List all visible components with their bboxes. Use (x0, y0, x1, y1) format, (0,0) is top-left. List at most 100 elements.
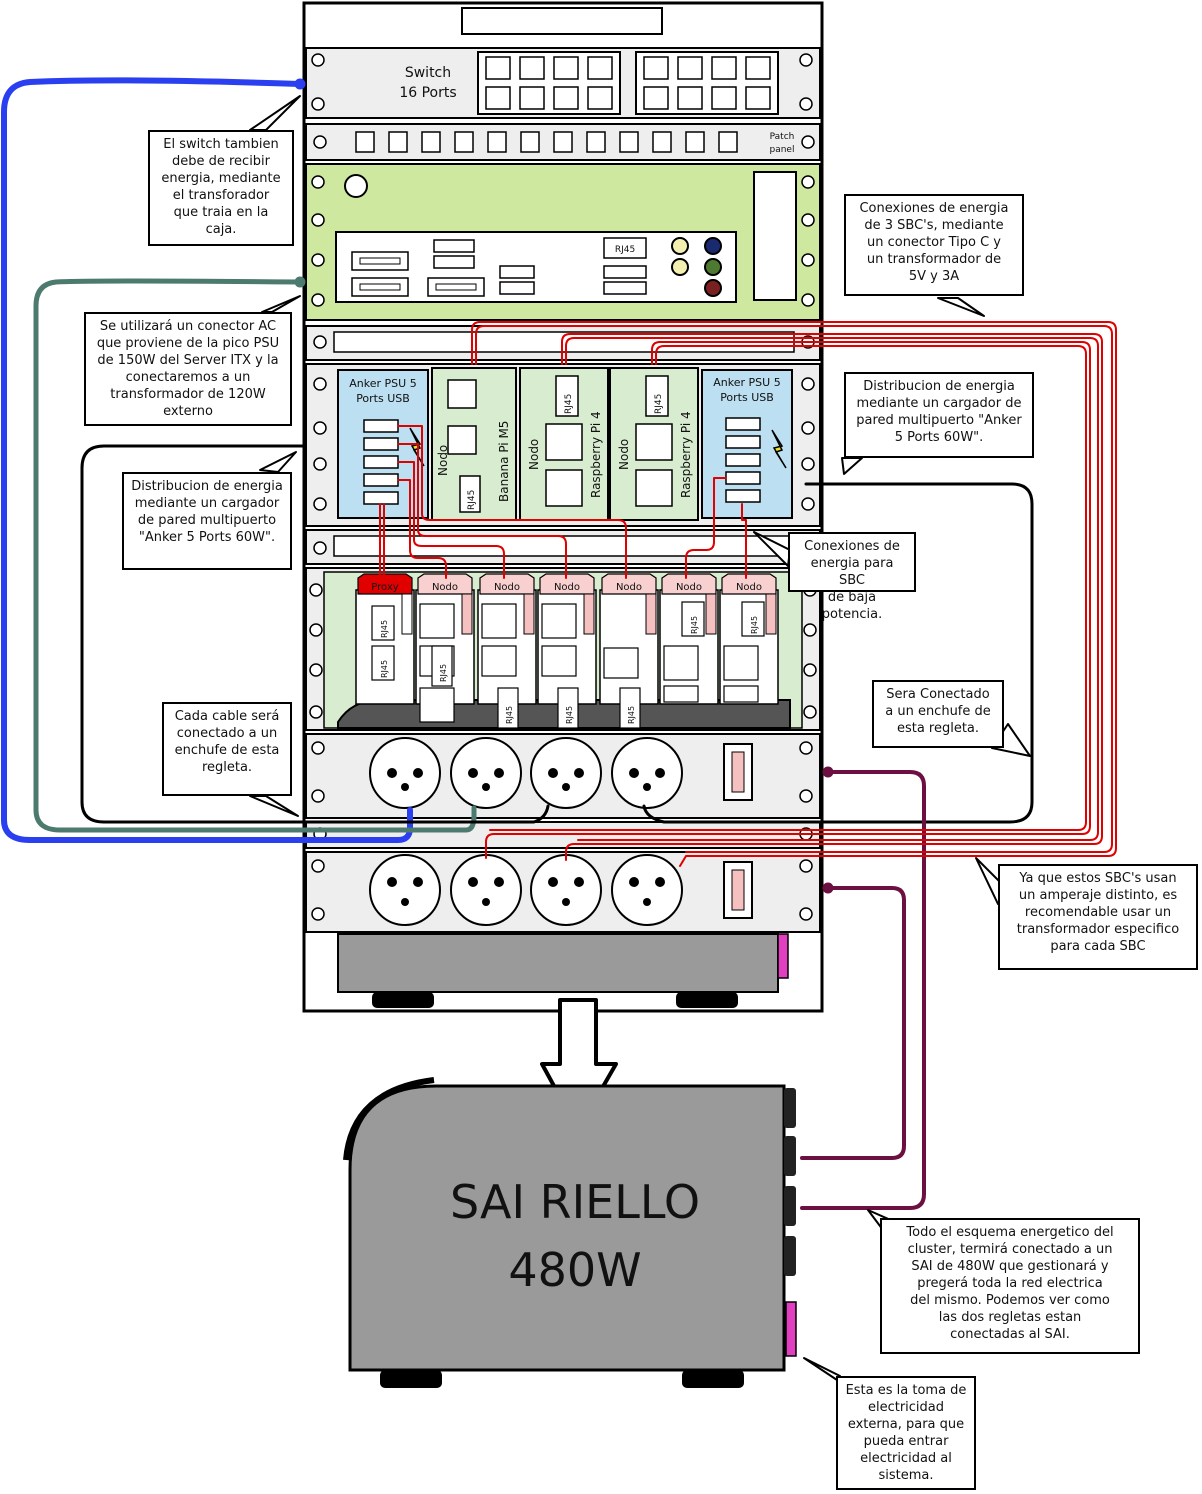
patch-port-icon (388, 131, 408, 153)
anker-right-label-1: Anker PSU 5 (713, 376, 780, 389)
audio-jack-icon (671, 258, 689, 276)
ethernet-port-icon (553, 56, 579, 80)
patch-port-icon (619, 131, 639, 153)
power-button-icon (344, 174, 368, 198)
ups-outlet-icon (784, 1236, 796, 1276)
ups-sai-riello: SAI RIELLO 480W (343, 1077, 797, 1388)
bay-nodo-label: Nodo (554, 582, 580, 593)
ethernet-port-icon (677, 86, 703, 110)
bay-rj45-label: RJ45 (627, 706, 636, 724)
power-socket-icon (450, 737, 522, 809)
usb-port-icon (725, 489, 761, 503)
patch-port-icon (586, 131, 606, 153)
ethernet-port-icon (553, 86, 579, 110)
ups-outlet-icon (784, 1136, 796, 1176)
usb-port-icon (725, 435, 761, 449)
banana-nodo-label: Nodo (436, 445, 450, 476)
ups-input-socket-icon (785, 1301, 797, 1357)
patch-port-icon (487, 131, 507, 153)
patch-port-icon (355, 131, 375, 153)
anker-right-label-2: Ports USB (720, 391, 774, 404)
bay-nodo-label: Nodo (494, 582, 520, 593)
audio-jack-icon (704, 258, 722, 276)
power-socket-icon (530, 854, 602, 926)
bay-rj45-label: RJ45 (439, 664, 448, 682)
power-socket-icon (530, 737, 602, 809)
ethernet-port-icon (587, 56, 613, 80)
patch-panel: Patch panel (305, 123, 821, 161)
rpi2-nodo-label: Nodo (617, 439, 631, 470)
anker-left-label-2: Ports USB (356, 392, 410, 405)
ethernet-port-icon (519, 86, 545, 110)
switch-unit: Switch 16 Ports (305, 47, 821, 119)
ethernet-port-icon (711, 56, 737, 80)
bay-rj45-label: RJ45 (690, 616, 699, 634)
usb-port-icon (499, 265, 535, 279)
note-baja-potencia: Conexiones de energia para SBC de baja p… (788, 532, 916, 622)
patch-ports (355, 131, 738, 153)
power-socket-icon (369, 854, 441, 926)
power-socket-icon (611, 854, 683, 926)
rack-base (337, 933, 789, 1008)
ethernet-port-icon (587, 86, 613, 110)
patch-port-icon (520, 131, 540, 153)
note-amperaje: Ya que estos SBC's usan un amperaje dist… (998, 864, 1198, 970)
patch-port-icon (454, 131, 474, 153)
rpi2-rj45-label: RJ45 (654, 394, 664, 414)
rpi2-name-label: Raspberry Pi 4 (679, 411, 693, 498)
callout-tails (249, 95, 1031, 1387)
patch-port-icon (652, 131, 672, 153)
ups-outlet-icon (784, 1186, 796, 1226)
power-strip-1 (305, 733, 821, 819)
bay-nodo-label: Nodo (432, 582, 458, 593)
rpi1-name-label: Raspberry Pi 4 (589, 411, 603, 498)
usb-port-icon (433, 255, 475, 269)
ethernet-port-icon (643, 56, 669, 80)
patch-port-icon (718, 131, 738, 153)
usb-port-icon (433, 239, 475, 253)
note-sai: Todo el esquema energetico del cluster, … (880, 1218, 1140, 1354)
power-socket-icon (450, 854, 522, 926)
black-cable-right (642, 482, 1034, 824)
usb-port-icon (725, 417, 761, 431)
bay-nodo-label: Nodo (616, 582, 642, 593)
ethernet-port-icon (745, 56, 771, 80)
rpi1-nodo-label: Nodo (527, 439, 541, 470)
blue-cable (1, 77, 413, 843)
maroon-cable-2 (800, 886, 906, 1160)
bay-nodo-label: Nodo (736, 582, 762, 593)
maroon-cable-1 (800, 770, 926, 1210)
usb-port-icon (725, 453, 761, 467)
sbc-shelf: Anker PSU 5 Ports USB RJ45 Nodo Banana P… (305, 363, 821, 527)
banana-rj45-label: RJ45 (467, 490, 477, 510)
patch-label-2: panel (770, 145, 795, 155)
patch-port-icon (421, 131, 441, 153)
server-rj45-label: RJ45 (615, 245, 635, 255)
power-socket-icon (369, 737, 441, 809)
ethernet-port-icon (485, 56, 511, 80)
ethernet-port-icon (643, 86, 669, 110)
switch-label-2: 16 Ports (399, 85, 456, 101)
usb-port-icon (603, 281, 647, 295)
usb-port-icon (603, 265, 647, 279)
bay-rj45-label: RJ45 (505, 706, 514, 724)
ethernet-port-icon (711, 86, 737, 110)
usb-port-icon (363, 491, 399, 505)
note-anker-left: Distribucion de energia mediante un carg… (122, 472, 292, 570)
note-tipo-c: Conexiones de energia de 3 SBC's, median… (844, 194, 1024, 296)
ethernet-port-icon (485, 86, 511, 110)
bay-rj45-label: RJ45 (380, 620, 389, 638)
rpi1-rj45-label: RJ45 (564, 394, 574, 414)
anker-left-label-1: Anker PSU 5 (349, 377, 416, 390)
usb-port-icon (363, 419, 399, 433)
audio-jack-icon (671, 237, 689, 255)
ethernet-port-icon (519, 56, 545, 80)
patch-port-icon (553, 131, 573, 153)
note-switch-power: El switch tambien debe de recibir energi… (148, 130, 294, 246)
teal-cable (33, 278, 477, 833)
